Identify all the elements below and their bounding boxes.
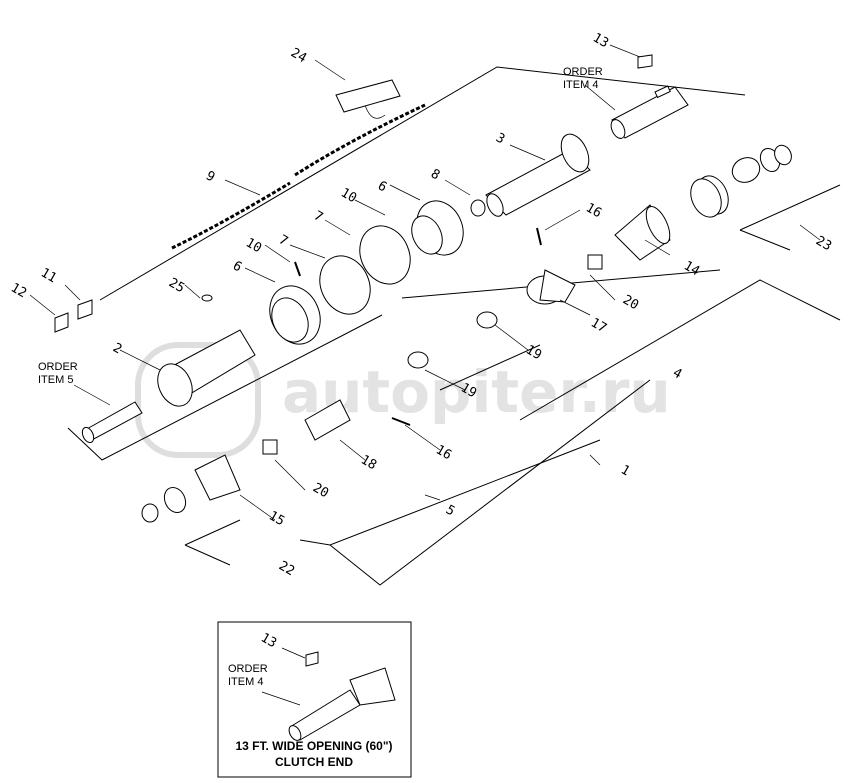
callout-14: 14 [681,258,702,279]
bracket-23 [739,184,841,231]
callout-3: 3 [493,130,507,147]
inset-clutch-end: 13 ORDER ITEM 4 13 FT. WIDE OPENING (60"… [217,621,412,778]
bracket-upper [99,66,746,301]
decal-12 [54,312,69,333]
inset-callout-13: 13 [258,630,279,651]
callout-22: 22 [276,558,297,579]
grease-25 [201,294,213,302]
decal-13-top [637,54,653,69]
callout-16-top: 16 [583,200,604,221]
collar-8 [470,199,486,217]
callout-15: 15 [266,508,287,529]
callout-4: 4 [670,365,684,382]
inset-decal-13 [305,651,319,667]
svg-text:ORDER: ORDER [563,66,603,78]
callout-6-lower: 6 [230,258,244,275]
callout-19-lower: 19 [458,380,479,401]
callout-16-lower: 16 [433,442,454,463]
pin-10 [294,261,301,277]
decal-11 [77,299,93,320]
inner-tube-lower [81,401,143,444]
inset-caption-line1: 13 FT. WIDE OPENING (60") [235,739,392,753]
clip-19-top [476,311,498,329]
leader-lines [29,44,821,521]
bracket-item1-lower [329,379,651,586]
callout-9: 9 [203,168,217,185]
callout-6-top: 6 [375,178,389,195]
callout-19-top: 19 [523,342,544,363]
callout-5: 5 [443,502,457,519]
yoke-18 [304,399,351,441]
seal-group-22 [141,486,187,523]
callout-18: 18 [358,452,379,473]
ring-10-top [359,225,411,285]
bracket-19 [439,344,541,391]
ring-7-top [319,255,371,315]
cone-shield-14 [614,204,671,261]
shield-bearing-6-lower [269,285,321,345]
callout-13-top: 13 [590,30,611,51]
svg-text:ITEM 4: ITEM 4 [228,676,263,688]
bracket-item1 [519,279,841,421]
callout-17: 17 [588,315,609,336]
callout-1: 1 [618,462,632,479]
callout-7-top: 7 [311,208,325,225]
svg-text:ITEM 4: ITEM 4 [563,79,598,91]
inner-tube-top [610,85,689,139]
clip-19-lower [407,351,429,369]
pin-16-lower [391,417,411,426]
bracket-23b [739,229,791,251]
callout-11: 11 [38,265,59,286]
outer-tube-3 [485,133,591,217]
callout-12: 12 [8,280,29,301]
order-note-item5: ORDER ITEM 5 [38,361,78,386]
callout-10-lower: 10 [243,235,264,256]
shield-bearing-6-top [411,200,464,256]
order-note-item4-top: ORDER ITEM 4 [563,66,603,91]
callout-24: 24 [288,45,309,66]
cross-20-lower [262,439,278,455]
inset-yoke [349,667,396,706]
callout-2: 2 [110,340,124,357]
callout-20-lower: 20 [310,480,331,501]
svg-text:ITEM 5: ITEM 5 [38,374,73,386]
callout-23: 23 [813,233,834,254]
cross-20-top [587,254,603,270]
svg-text:ORDER: ORDER [228,663,268,675]
callout-8: 8 [428,166,442,183]
callout-labels: 24 9 10 6 8 3 13 7 10 7 6 25 16 11 12 2 … [8,30,834,579]
bracket-22b [184,544,231,566]
svg-text:ORDER: ORDER [38,361,78,373]
yoke-17 [526,269,576,305]
bracket-lower-left [67,314,383,461]
pin-16-top [536,227,542,246]
bracket-22a [184,519,241,546]
assembly-brackets [67,66,841,586]
decal-24 [335,79,401,113]
seal-group-23 [690,144,792,218]
chain-9 [171,103,426,250]
inset-caption-line2: CLUTCH END [275,755,353,769]
callout-20-top: 20 [620,292,641,313]
yoke-15 [194,454,241,501]
callout-25: 25 [166,275,187,296]
outer-shield-2 [157,329,256,407]
callout-7-lower: 7 [276,232,290,249]
callout-10-top: 10 [338,185,359,206]
